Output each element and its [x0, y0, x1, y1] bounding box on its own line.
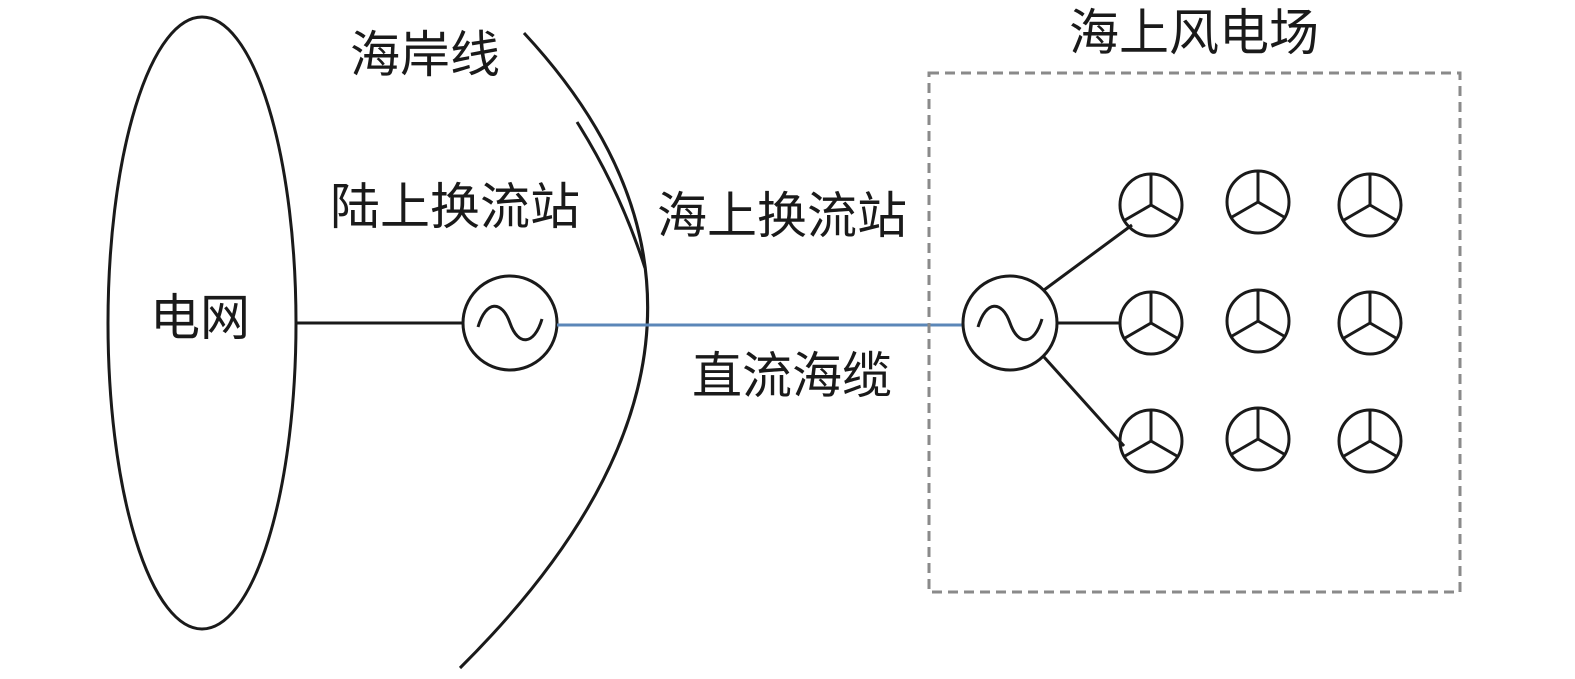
onshore-station-label: 陆上换流站 [330, 178, 580, 236]
wind-turbine-icon [1337, 290, 1403, 356]
wind-turbine-icon [1225, 169, 1291, 235]
wind-turbine-icon [1118, 172, 1184, 238]
coastline-curve [458, 31, 650, 670]
grid-label: 电网 [150, 289, 250, 347]
wind-turbine-icon [1118, 408, 1184, 474]
coastline-inner-line [575, 121, 647, 269]
wind-turbine-icon [1337, 172, 1403, 238]
wind-farm-boundary [927, 71, 1462, 594]
wind-turbine-icon [1337, 408, 1403, 474]
feeder-line-top [1043, 223, 1133, 292]
wind-farm-label: 海上风电场 [1069, 4, 1319, 62]
dc-cable-label: 直流海缆 [692, 347, 892, 405]
wind-turbine-icon [1225, 406, 1291, 472]
coastline-label: 海岸线 [350, 26, 500, 84]
wind-turbine-icon [1118, 290, 1184, 356]
wind-turbine-icon [1225, 288, 1291, 354]
onshore-converter-icon [461, 274, 559, 372]
offshore-station-label: 海上换流站 [657, 187, 907, 245]
offshore-converter-icon [961, 274, 1059, 372]
feeder-line-bottom [1042, 355, 1126, 448]
